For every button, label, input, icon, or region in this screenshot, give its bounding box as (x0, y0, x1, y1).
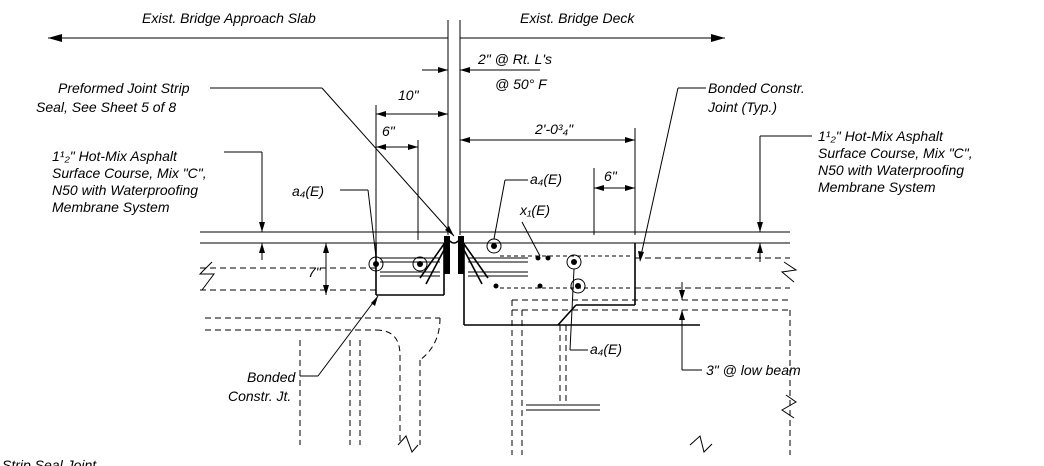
dim-10-inch (375, 105, 448, 250)
rebar-a4-left-label: a₄(E) (292, 183, 324, 199)
dim-2ft (460, 128, 636, 235)
hma-left-leader (224, 151, 265, 260)
rebar-x1-label: x₁(E) (519, 202, 550, 218)
abutment-left (205, 317, 441, 453)
joint-centerlines (422, 20, 540, 235)
bridge-deck-label: Exist. Bridge Deck (520, 10, 635, 26)
dim-10-label: 10" (398, 87, 420, 103)
rebar-a4-left-leader (340, 189, 377, 258)
approach-slab-block (200, 243, 445, 296)
rebar-a4-top-label: a₄(E) (530, 171, 562, 187)
dim-7-label: 7" (308, 264, 322, 280)
right-break-line (780, 261, 798, 283)
rebar-a4-top-leader (493, 179, 528, 240)
joint-strip-label-1: Preformed Joint Strip (58, 80, 190, 96)
hma-left-label-2: Surface Course, Mix "C", (52, 165, 207, 181)
gap-temperature-label: @ 50° F (495, 76, 548, 92)
hma-right-label-1: 1¹₂" Hot-Mix Asphalt (818, 128, 944, 144)
dim-6-left (376, 140, 419, 240)
hma-right-label-3: N50 with Waterproofing (818, 162, 964, 178)
bonded-joint-typ-label-1: Bonded Constr. (708, 80, 805, 96)
gap-dimension-label: 2" @ Rt. L's (477, 51, 552, 67)
deck-end-block (463, 243, 700, 326)
low-beam-label: 3" @ low beam (706, 362, 801, 378)
figure-caption: Strip Seal Joint (2, 457, 97, 466)
rebar-a4-bottom-label: a₄(E) (590, 341, 622, 357)
low-beam-dimension (679, 282, 702, 371)
rebar-right (468, 238, 630, 294)
hma-left-label-4: Membrane System (52, 199, 170, 215)
hma-left-label-1: 1¹₂" Hot-Mix Asphalt (52, 148, 178, 164)
bonded-jt-label-1: Bonded (247, 369, 296, 385)
bonded-joint-typ-leader (638, 87, 706, 262)
dim-6-right (593, 168, 635, 235)
top-extent-dimensions (48, 34, 725, 42)
approach-slab-label: Exist. Bridge Approach Slab (142, 10, 316, 26)
rebar-left (368, 256, 440, 277)
dim-7-inch (323, 243, 329, 295)
hma-left-label-3: N50 with Waterproofing (52, 182, 198, 198)
bonded-jt-label-2: Constr. Jt. (228, 388, 291, 404)
hma-right-label-4: Membrane System (818, 179, 936, 195)
bonded-jt-leader (300, 295, 379, 377)
joint-strip-leader (210, 87, 455, 237)
left-break-line (198, 261, 215, 291)
dim-6-left-label: 6" (382, 123, 396, 139)
dim-2ft-label: 2'-0³₄" (534, 121, 574, 137)
dim-6-right-label: 6" (604, 168, 618, 184)
hma-right-leader (757, 135, 812, 262)
joint-strip-label-2: Seal, See Sheet 5 of 8 (36, 99, 176, 115)
bonded-joint-typ-label-2: Joint (Typ.) (707, 99, 777, 115)
girder-right (511, 299, 797, 455)
pavement-surface (200, 231, 790, 289)
rebar-x1-leader (521, 221, 541, 257)
hma-right-label-2: Surface Course, Mix "C", (818, 145, 973, 161)
